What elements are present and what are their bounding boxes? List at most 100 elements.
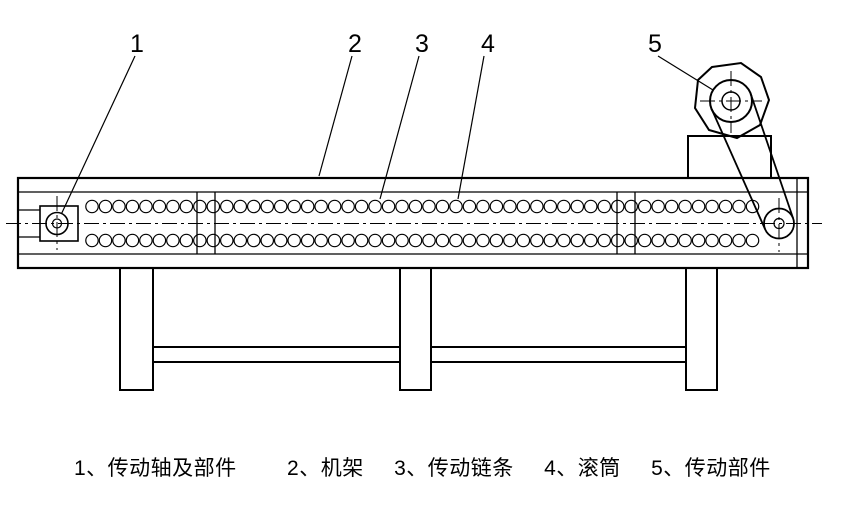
legend: 1、传动轴及部件 2、机架 3、传动链条 4、滚筒 5、传动部件 <box>74 452 771 482</box>
chain-link-roller <box>139 233 153 248</box>
chain-link-roller <box>718 233 733 248</box>
chain-link-roller <box>678 233 692 248</box>
chain-link-roller <box>220 233 234 248</box>
chain-link-roller <box>233 199 248 214</box>
chain-link-roller <box>732 199 746 214</box>
chain-link-roller <box>718 199 733 214</box>
chain-link-roller <box>489 199 504 214</box>
chain-link-roller <box>732 233 746 248</box>
chain-link-roller <box>354 199 369 214</box>
chain-link-roller <box>745 233 760 248</box>
callout-labels: 1 2 3 4 5 <box>130 30 662 58</box>
chain-link-roller <box>193 233 207 248</box>
callout-4-label: 4 <box>481 30 495 58</box>
chain-link-roller <box>435 233 450 248</box>
chain-link-roller <box>273 233 288 248</box>
chain-link-roller <box>341 233 355 248</box>
chain-link-roller <box>341 199 355 214</box>
chain-link-roller <box>530 233 544 248</box>
chain-link-roller <box>381 199 396 214</box>
support-legs <box>119 267 718 391</box>
chain-link-roller <box>314 233 328 248</box>
chain-link-roller <box>246 233 261 248</box>
chain-link-roller <box>287 199 301 214</box>
chain-link-roller <box>556 233 571 248</box>
chain-link-roller <box>98 233 113 248</box>
leader-lines <box>61 55 714 214</box>
chain-link-roller <box>610 199 625 214</box>
chain-link-roller <box>651 199 665 214</box>
chain-link-roller <box>664 233 679 248</box>
chain-link-roller <box>260 199 275 214</box>
chain-link-roller <box>516 233 531 248</box>
chain-link-roller <box>624 233 638 248</box>
leader-line-1 <box>61 55 136 214</box>
chain-link-roller <box>543 199 558 214</box>
leader-line-3 <box>379 55 420 200</box>
chain-link-roller <box>651 233 665 248</box>
chain-link-roller <box>449 199 463 214</box>
chain-link-roller <box>327 233 342 248</box>
legend-item-5: 5、传动部件 <box>651 457 771 480</box>
chain-link-roller <box>637 199 652 214</box>
chain-link-roller <box>570 233 585 248</box>
chain-link-roller <box>408 233 423 248</box>
chain-link-roller <box>435 199 450 214</box>
chain-link-roller <box>422 233 436 248</box>
chain-link-roller <box>179 233 194 248</box>
chain-link-roller <box>260 233 275 248</box>
chain-link-roller <box>152 199 167 214</box>
chain-link-roller <box>637 233 652 248</box>
chain-link-roller <box>395 233 409 248</box>
callout-5-label: 5 <box>648 30 662 58</box>
leader-line-4 <box>457 55 485 200</box>
chain-link-roller <box>300 199 315 214</box>
chain-link-roller <box>597 233 612 248</box>
leader-line-5 <box>657 55 714 91</box>
chain-link-roller <box>678 199 692 214</box>
chain-link-roller <box>503 233 517 248</box>
leader-line-2 <box>318 55 353 177</box>
chain-link-roller <box>327 199 342 214</box>
legend-item-2: 2、机架 <box>287 457 364 480</box>
chain-link-roller <box>462 233 477 248</box>
roller-inner-circle <box>773 217 785 230</box>
chain-link-roller <box>85 199 99 214</box>
chain-link-roller <box>314 199 328 214</box>
chain-link-roller <box>220 199 234 214</box>
chain-link-roller <box>287 233 301 248</box>
chain-link-roller <box>705 233 719 248</box>
chain-link-roller <box>193 199 207 214</box>
chain-link-roller <box>206 233 221 248</box>
drive-shaft-assembly <box>18 205 79 242</box>
chain-link-roller <box>597 199 612 214</box>
leg-left <box>119 267 154 391</box>
chain-link-roller <box>462 199 477 214</box>
chain-link-roller <box>139 199 153 214</box>
chain-link-roller <box>368 199 382 214</box>
leg-middle <box>399 267 432 391</box>
chain-link-roller <box>125 233 140 248</box>
chain-link-roller <box>691 233 706 248</box>
chain-link-roller <box>381 233 396 248</box>
chain-link-roller <box>422 199 436 214</box>
pulley-outer-circle <box>709 79 753 123</box>
motor-housing-polygon <box>693 61 771 140</box>
chain-link-roller <box>368 233 382 248</box>
chain-link-roller <box>408 199 423 214</box>
chain-link-roller <box>166 233 180 248</box>
callout-1-label: 1 <box>130 30 144 58</box>
chain-link-roller <box>476 199 490 214</box>
legend-item-1: 1、传动轴及部件 <box>74 457 237 480</box>
legend-item-4: 4、滚筒 <box>544 457 621 480</box>
shaft-outer-circle <box>45 211 69 236</box>
chain-top-row <box>85 199 760 214</box>
callout-2-label: 2 <box>348 30 362 58</box>
chain-link-roller <box>112 233 126 248</box>
belt-right-line <box>749 93 794 219</box>
chain-link-roller <box>624 199 638 214</box>
drive-roller <box>763 207 795 240</box>
chain-link-roller <box>152 233 167 248</box>
